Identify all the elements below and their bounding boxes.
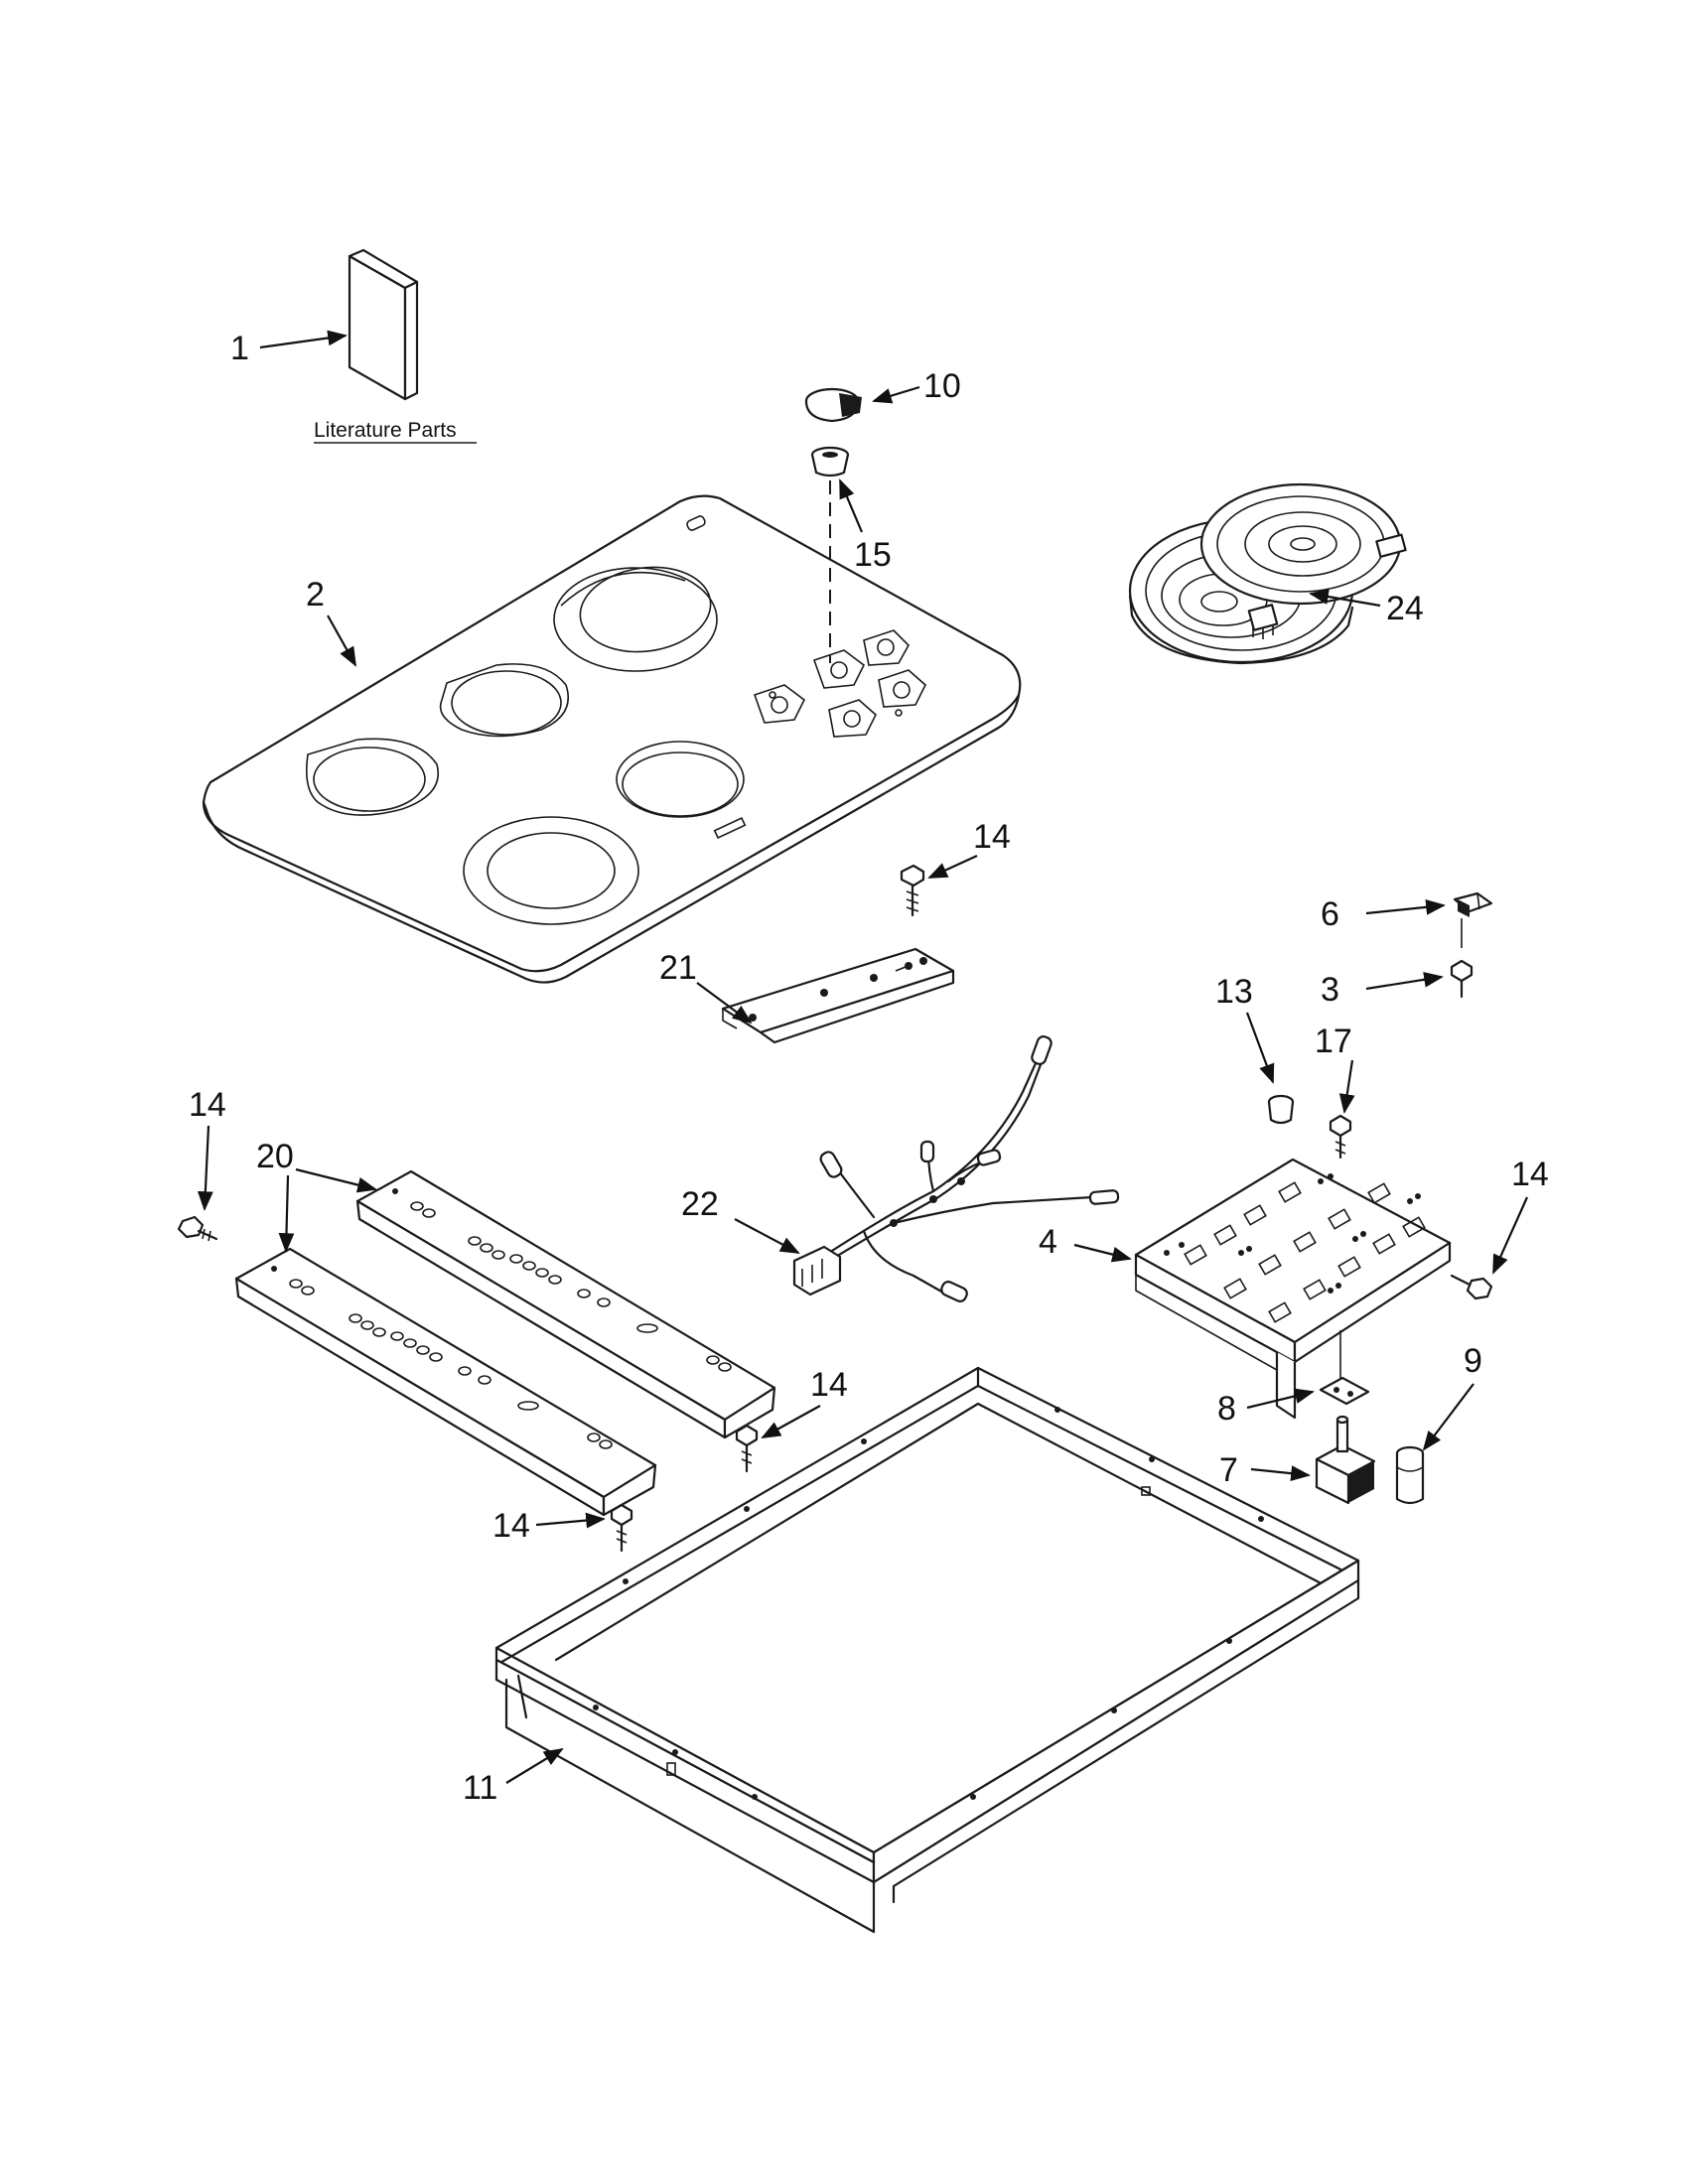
infinite-switch [1315, 1415, 1376, 1505]
callout-21: 21 [659, 949, 697, 987]
burner-front-left [305, 738, 439, 816]
hole-plug [1267, 1094, 1295, 1125]
callout-2: 2 [306, 576, 325, 614]
callout-13: 13 [1215, 973, 1253, 1011]
literature-booklet [348, 248, 419, 401]
callout-11: 11 [463, 1769, 497, 1807]
side-bracket-rear [355, 1169, 776, 1439]
callout-4: 4 [1039, 1223, 1057, 1261]
control-graphics [753, 629, 926, 738]
callout-14-right: 14 [1511, 1156, 1549, 1193]
callout-1: 1 [230, 330, 249, 367]
knob-seal [810, 446, 850, 478]
screw-upper-bracket [900, 864, 925, 917]
side-bracket-front [234, 1247, 657, 1517]
screw-frame-front [610, 1503, 633, 1553]
wire-harness [792, 1035, 1120, 1302]
control-knob [804, 387, 862, 423]
callout-14-upper: 14 [973, 818, 1011, 856]
screw-left-bracket [177, 1215, 218, 1242]
callout-7: 7 [1219, 1451, 1238, 1489]
infinite-switch-box [1134, 1158, 1452, 1420]
cooktop-glass [202, 494, 1022, 984]
burner-rear-right [553, 566, 718, 672]
callout-14-left: 14 [189, 1086, 226, 1124]
switch-knob-stem [1395, 1445, 1425, 1505]
switch-mounting-plate [1319, 1376, 1370, 1406]
clip-screw [1450, 959, 1474, 999]
callout-9: 9 [1464, 1342, 1482, 1380]
callout-3: 3 [1321, 971, 1339, 1009]
callout-15: 15 [854, 536, 892, 574]
callout-10: 10 [923, 367, 961, 405]
burner-center [439, 663, 569, 738]
callout-22: 22 [681, 1185, 719, 1223]
callout-20: 20 [256, 1138, 294, 1175]
mounting-clip [1453, 891, 1493, 948]
switch-box-screw [1329, 1114, 1352, 1160]
callout-17: 17 [1315, 1023, 1352, 1060]
support-bracket-upper [721, 947, 955, 1044]
callout-6: 6 [1321, 895, 1339, 933]
callout-14-frame-front: 14 [492, 1507, 530, 1545]
dual-radiant-element [1128, 482, 1407, 665]
callout-8: 8 [1217, 1390, 1236, 1428]
leader-arrows [197, 330, 1529, 1784]
burner-front-right [616, 741, 745, 818]
screw-switch-box-side [1450, 1274, 1493, 1300]
callout-24: 24 [1386, 590, 1424, 627]
callout-14-frame-rear: 14 [810, 1366, 848, 1404]
cooktop-frame [494, 1366, 1360, 1934]
screw-frame-rear [735, 1424, 759, 1473]
burner-front-center [463, 816, 639, 925]
literature-caption: Literature Parts [314, 419, 457, 442]
